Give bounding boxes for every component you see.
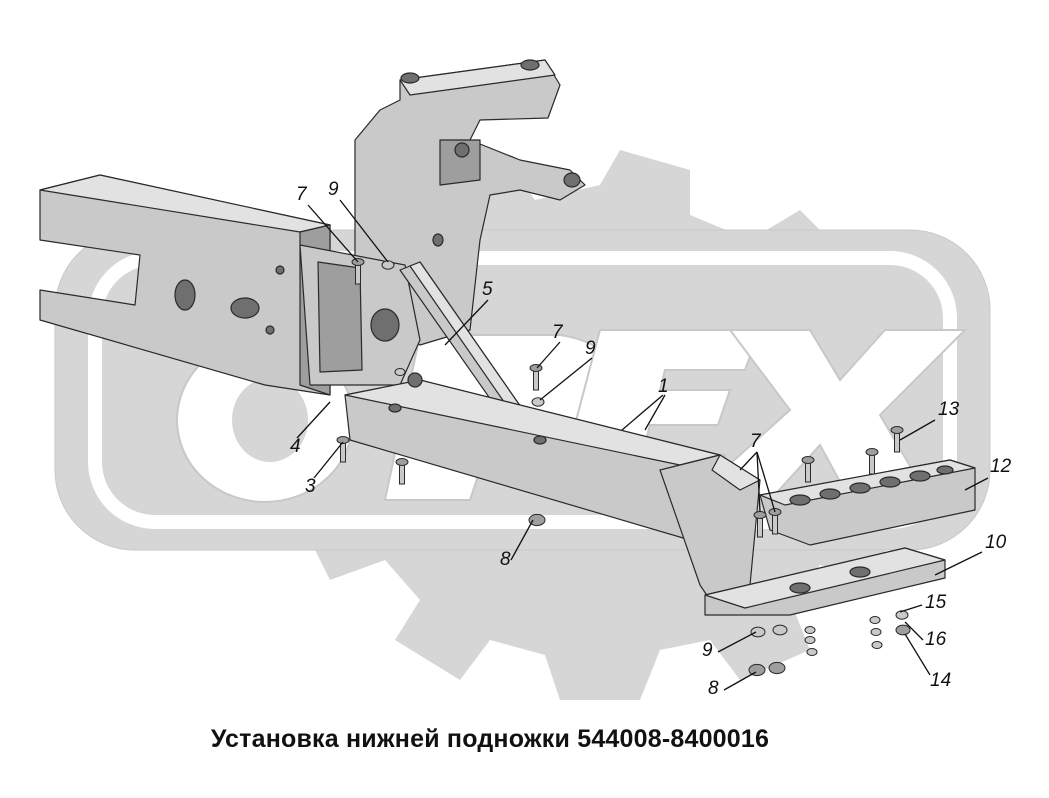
leader-line [536,341,561,369]
washer [531,397,545,407]
leader-line [644,394,666,431]
washer [871,641,883,649]
callout-8: 8 [708,678,719,699]
leader-line [723,671,757,691]
washer [750,626,766,638]
leader-line [510,519,534,561]
callout-7: 7 [296,184,308,205]
leader-line [964,477,989,491]
callout-5: 5 [482,279,493,300]
callout-15: 15 [925,592,947,613]
watermark-badge-inner [88,251,957,529]
callout-3: 3 [305,476,316,497]
leader-line [756,451,776,513]
callout-1: 1 [658,376,669,397]
callouts: 7 9 5 7 9 1 4 3 7 13 12 10 8 15 9 16 8 1… [290,179,1012,699]
leader-line [539,357,593,401]
washer [869,616,881,624]
bolt [336,436,350,463]
leader-line [621,394,664,431]
leader-line [899,419,936,441]
nut [528,513,546,527]
washer [804,626,816,634]
leader-line [296,401,331,439]
leader-line [756,451,761,513]
callout-12: 12 [990,456,1012,477]
fasteners [381,260,911,677]
bolt [865,448,879,475]
washer [381,260,395,270]
callout-16: 16 [925,629,947,650]
leader-lines [296,199,989,691]
callout-8: 8 [500,549,511,570]
callout-10: 10 [985,532,1007,553]
bolt [890,426,904,453]
leader-line [313,441,344,479]
washer [870,628,882,636]
parts [39,59,976,677]
leader-line [934,551,983,576]
step-plate-12 [759,459,976,546]
nut [748,663,766,677]
leader-line [307,204,359,263]
leader-line [904,621,924,641]
callout-9: 9 [328,179,339,200]
callout-13: 13 [938,399,960,420]
watermark-o-hole [232,378,308,462]
leader-line [899,604,923,613]
callout-9: 9 [702,640,713,661]
nut [895,624,911,636]
leader-line [739,451,758,471]
step-tread-10 [704,547,946,616]
bolt [395,458,409,485]
callout-4: 4 [290,436,301,457]
mounting-plate [299,244,421,386]
bolt [753,511,767,538]
nut [768,661,786,675]
callout-7: 7 [750,431,762,452]
washer [772,624,788,636]
washer [895,610,909,620]
diagram-caption: Установка нижней подножки 544008-8400016 [210,725,770,753]
leader-line [717,631,757,653]
leader-line [444,299,489,346]
washer [804,636,816,644]
bolt [801,456,815,483]
leader-line [904,633,931,676]
washer [806,648,818,656]
washer [394,368,406,376]
leader-line [339,199,389,263]
callout-7: 7 [552,322,564,343]
callout-14: 14 [930,670,951,691]
callout-9: 9 [585,338,596,359]
